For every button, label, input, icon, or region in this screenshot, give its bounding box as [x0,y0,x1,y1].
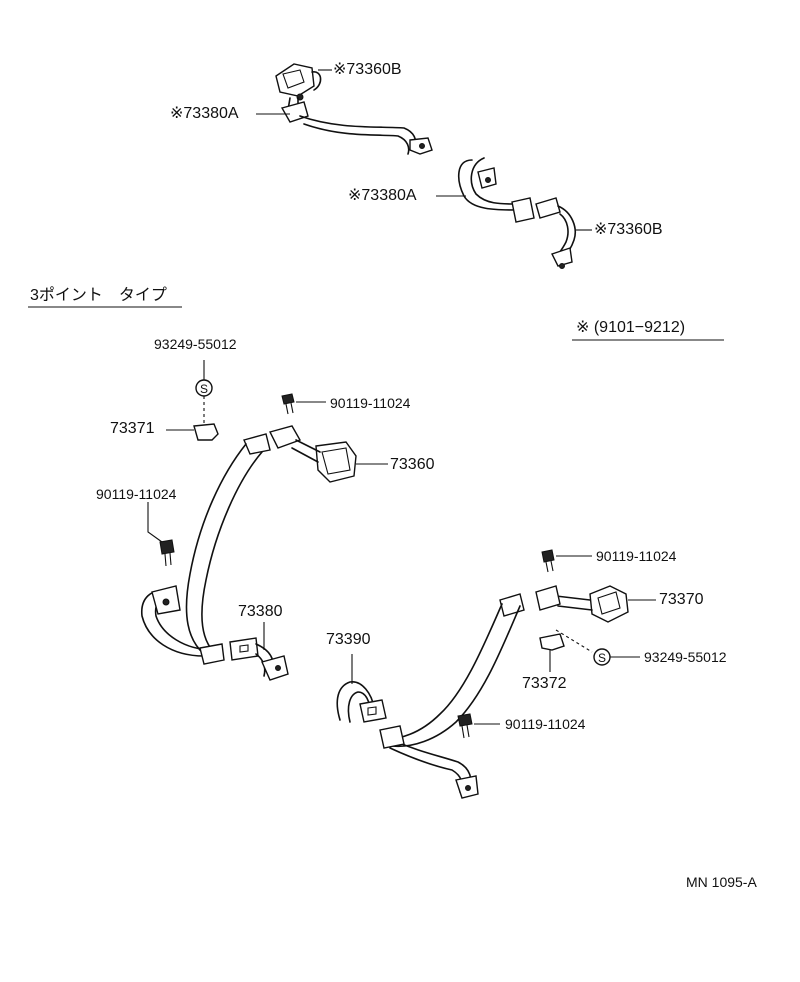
label-93249-right: 93249-55012 [644,649,727,665]
figure-id: MN 1095-A [686,874,757,890]
mid-belt-assembly [457,157,576,269]
top-retractor-assembly [275,63,322,123]
label-73360: 73360 [390,456,435,473]
retractor-73370 [535,585,656,623]
left-shoulder-belt [141,433,271,665]
retractor-73360 [268,425,388,483]
label-93249-left: 93249-55012 [154,336,237,352]
bolt-top-left [281,393,326,415]
svg-text:S: S [200,382,208,396]
period-note: ※ (9101−9212) [576,319,686,336]
label-90119-bottom: 90119-11024 [505,716,586,732]
label-73390: 73390 [326,631,371,648]
bolt-left [147,502,175,567]
bolt-right-bottom [457,713,500,739]
svg-text:S: S [598,651,606,665]
section-title-3point: 3ポイント タイプ [30,287,167,304]
label-73370: 73370 [659,591,704,608]
buckle-73380 [229,622,289,681]
label-73371: 73371 [110,420,155,437]
bolt-right-top [541,549,592,573]
label-73380: 73380 [238,603,283,620]
label-73380a-top: ※73380A [170,105,239,122]
label-73380a-mid: ※73380A [348,187,417,204]
right-shoulder-belt [379,593,525,799]
label-73360b-mid: ※73360B [594,221,663,238]
buckle-73390 [336,654,387,723]
label-73360b-top: ※73360B [333,61,402,78]
label-73372: 73372 [522,675,567,692]
bracket-73372: S [539,629,640,672]
label-90119-left: 90119-11024 [96,486,177,502]
bracket-73371 [166,423,219,441]
label-90119-a: 90119-11024 [330,395,411,411]
top-belt-strap [299,115,433,155]
label-90119-right: 90119-11024 [596,548,677,564]
left-s-mark: S [195,360,213,424]
